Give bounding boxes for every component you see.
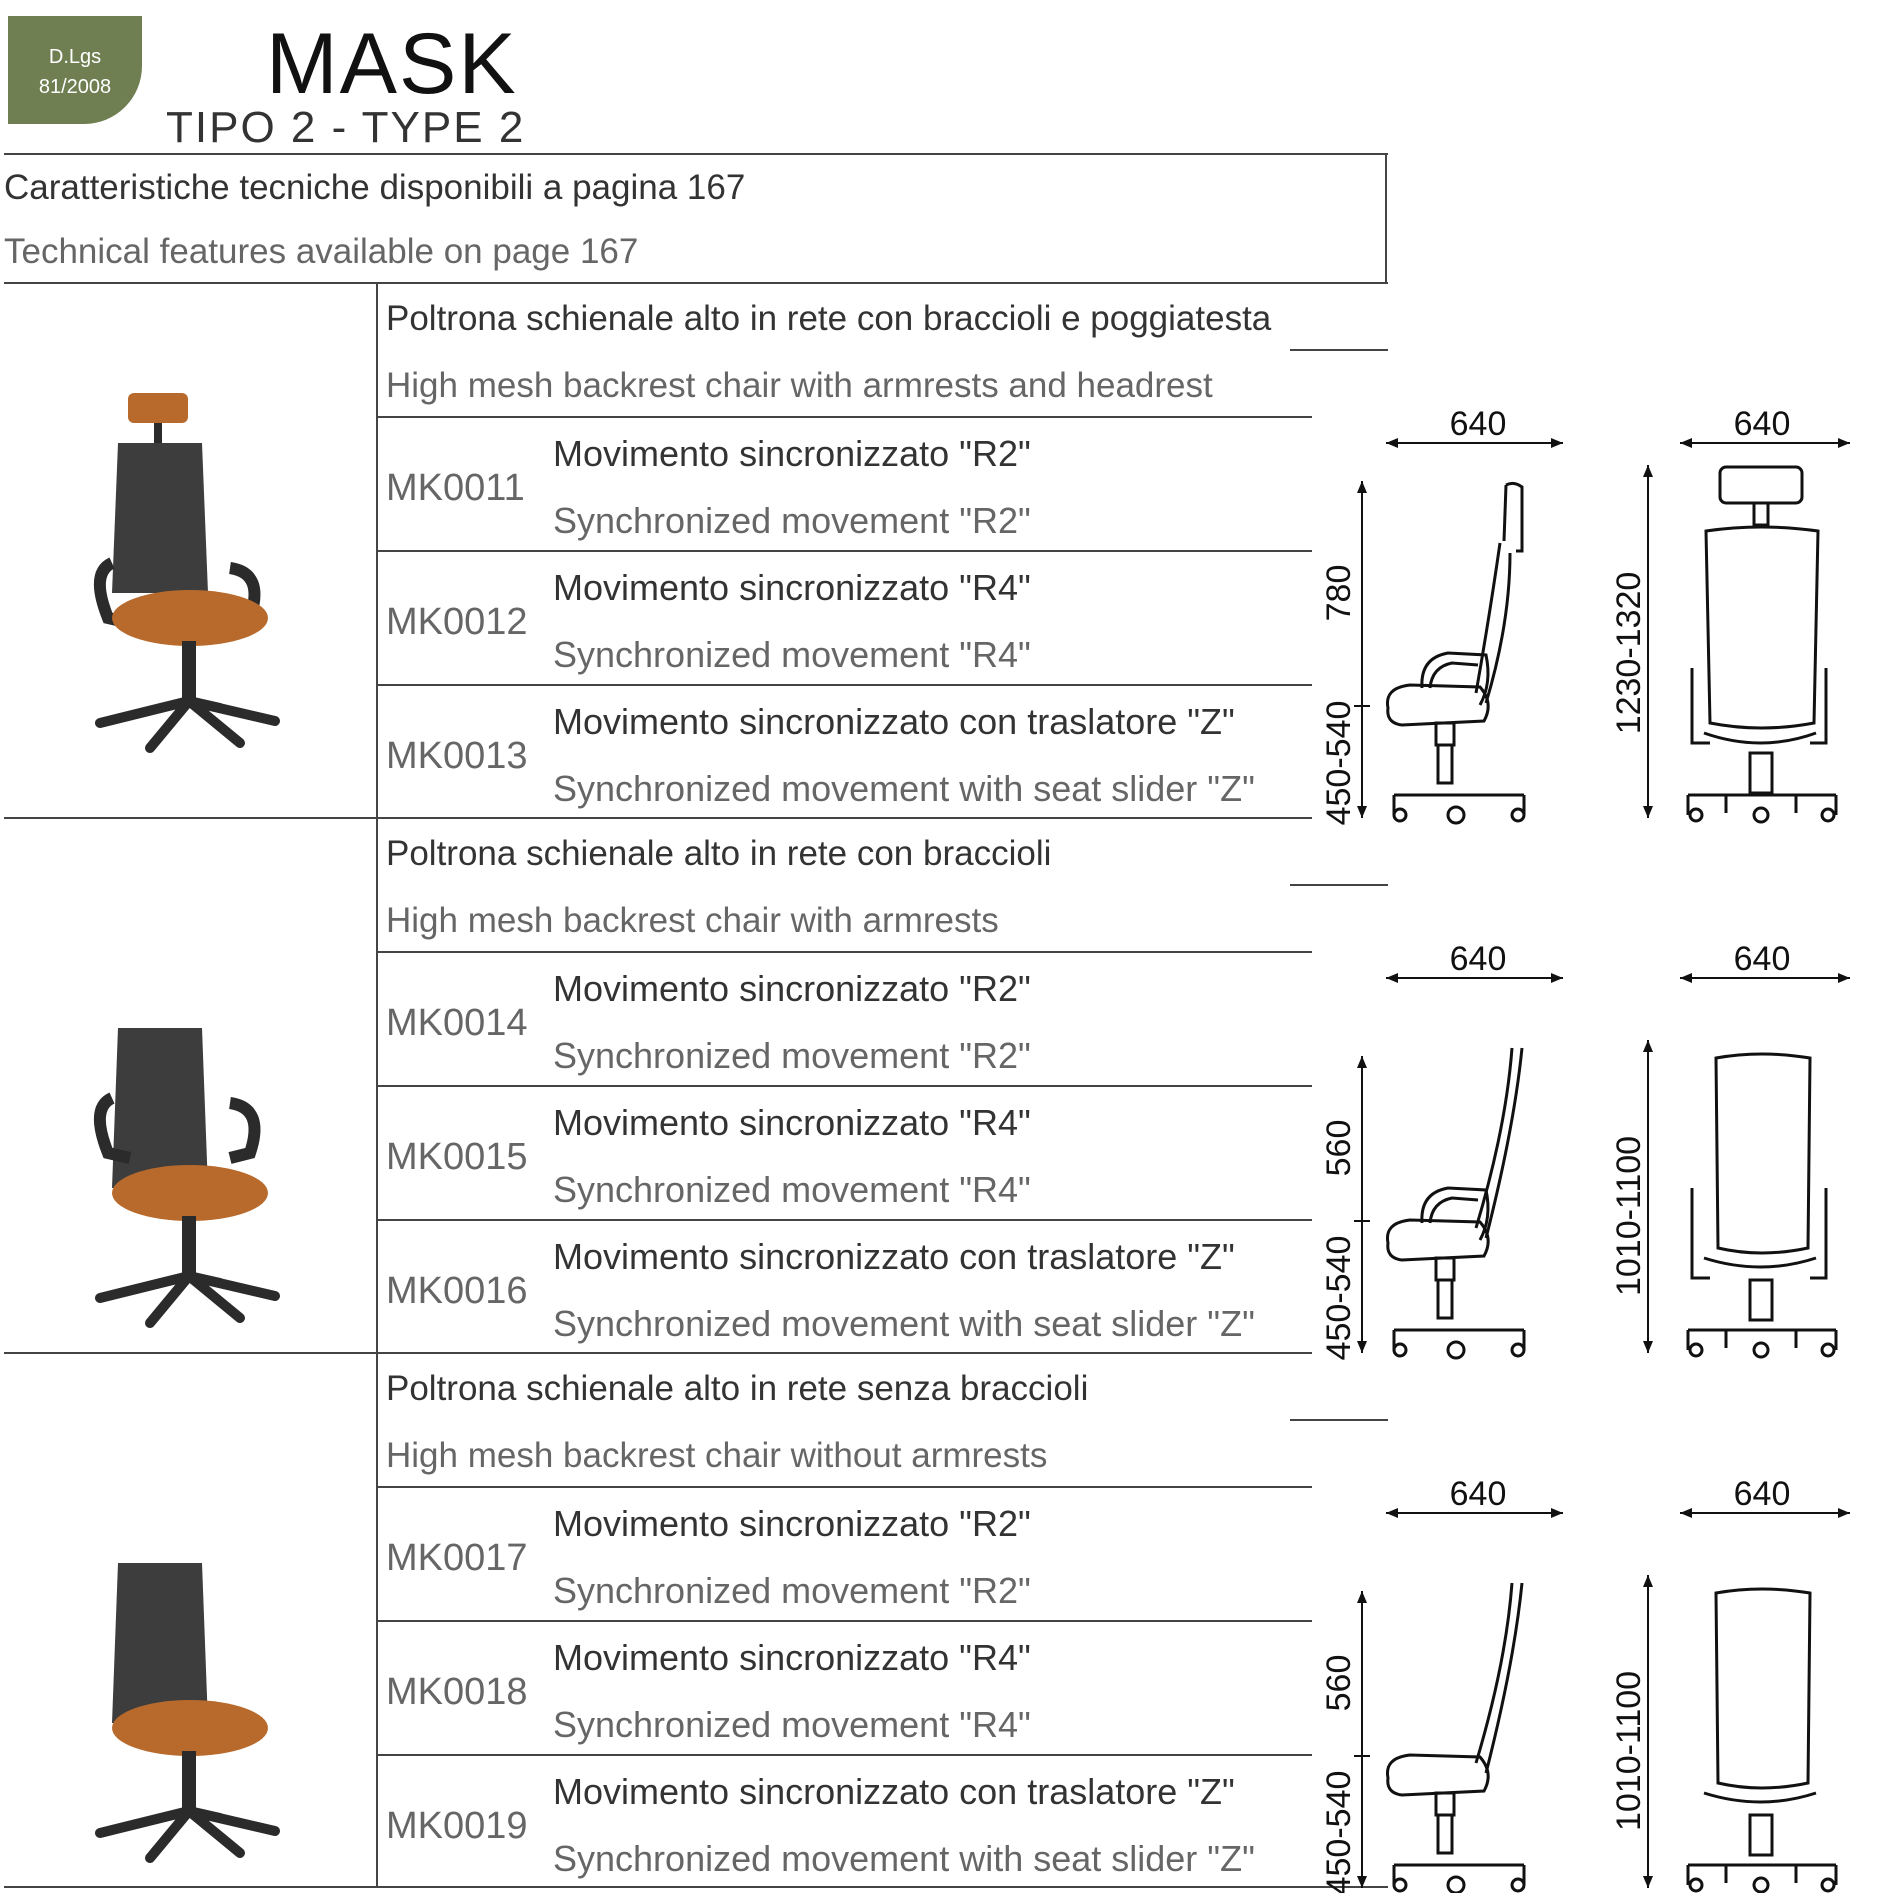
badge-line-1: D.Lgs — [48, 46, 102, 68]
movement-it: Movimento sincronizzato "R2" — [553, 433, 1031, 474]
movement-en: Synchronized movement "R4" — [553, 634, 1031, 675]
title-divider — [377, 416, 1312, 418]
page-subtitle: TIPO 2 - TYPE 2 — [166, 103, 526, 152]
seat-height-label: 450-540 — [1320, 701, 1358, 826]
total-height-label: 1010-1100 — [1610, 1136, 1648, 1296]
seat-height-label: 450-540 — [1320, 1771, 1358, 1893]
movement-en: Synchronized movement "R2" — [553, 500, 1031, 541]
front-width-label: 640 — [1734, 405, 1791, 443]
movement-it: Movimento sincronizzato "R4" — [553, 567, 1031, 608]
side-width-label: 640 — [1450, 940, 1507, 978]
movement-en: Synchronized movement "R4" — [553, 1169, 1031, 1210]
movement-en: Synchronized movement "R2" — [553, 1035, 1031, 1076]
mesh-backrest-shape — [112, 1563, 208, 1723]
back-height-label: 780 — [1320, 565, 1358, 622]
movement-en: Synchronized movement "R2" — [553, 1570, 1031, 1611]
header-divider — [4, 153, 1388, 155]
product-code: MK0015 — [386, 1136, 528, 1178]
row-divider — [377, 1620, 1312, 1622]
row-divider — [377, 550, 1312, 552]
badge-line-2: 81/2008 — [38, 76, 112, 98]
row-divider — [377, 1754, 1312, 1756]
product-code: MK0016 — [386, 1270, 528, 1312]
page-title: MASK — [266, 16, 518, 112]
movement-it: Movimento sincronizzato "R4" — [553, 1102, 1031, 1143]
product-code: MK0011 — [386, 467, 525, 509]
headrest-shape — [128, 393, 188, 423]
movement-it: Movimento sincronizzato con traslatore "… — [553, 1236, 1235, 1277]
movement-it: Movimento sincronizzato con traslatore "… — [553, 701, 1235, 742]
note-divider — [4, 282, 1388, 284]
product-code: MK0012 — [386, 601, 528, 643]
seat-shape — [112, 590, 268, 646]
section-title-en: High mesh backrest chair with armrests — [386, 901, 999, 940]
front-width-label: 640 — [1734, 940, 1791, 978]
total-height-label: 1230-1320 — [1610, 572, 1648, 735]
movement-it: Movimento sincronizzato "R4" — [553, 1637, 1031, 1678]
title-divider — [377, 1486, 1312, 1488]
section-title-it: Poltrona schienale alto in rete con brac… — [386, 834, 1052, 873]
title-right-rule — [1290, 1419, 1388, 1421]
tech-note-en: Technical features available on page 167 — [4, 232, 639, 271]
seat-height-label: 450-540 — [1320, 1236, 1358, 1361]
title-right-rule — [1290, 349, 1388, 351]
side-width-label: 640 — [1450, 1475, 1507, 1513]
side-view-drawing: 640 560 450-540 — [1320, 1475, 1563, 1893]
section-title-it: Poltrona schienale alto in rete senza br… — [386, 1369, 1089, 1408]
mesh-backrest-shape — [112, 443, 208, 593]
movement-en: Synchronized movement with seat slider "… — [553, 768, 1255, 809]
mesh-backrest-shape — [112, 1028, 208, 1188]
product-code: MK0019 — [386, 1805, 528, 1847]
side-width-label: 640 — [1450, 405, 1507, 443]
section-title-en: High mesh backrest chair without armrest… — [386, 1436, 1048, 1475]
product-code: MK0017 — [386, 1537, 528, 1579]
front-width-label: 640 — [1734, 1475, 1791, 1513]
movement-it: Movimento sincronizzato con traslatore "… — [553, 1771, 1235, 1812]
title-right-rule — [1290, 884, 1388, 886]
front-view-drawing: 640 1010-1100 — [1610, 1475, 1850, 1893]
row-divider — [377, 1219, 1312, 1221]
chair-photo — [93, 393, 280, 753]
row-divider — [377, 1085, 1312, 1087]
chair-photo — [93, 1028, 280, 1328]
front-view-drawing: 640 1010-1100 — [1610, 940, 1850, 1359]
section-divider — [4, 817, 1312, 819]
title-divider — [377, 951, 1312, 953]
section-title-it: Poltrona schienale alto in rete con brac… — [386, 299, 1272, 338]
dlgs-badge: D.Lgs 81/2008 — [8, 16, 142, 124]
section-title-en: High mesh backrest chair with armrests a… — [386, 366, 1213, 405]
front-view-drawing: 640 1230-1320 — [1610, 405, 1850, 824]
seat-shape — [112, 1700, 268, 1756]
total-height-label: 1010-1100 — [1610, 1671, 1648, 1831]
product-code: MK0014 — [386, 1002, 528, 1044]
product-code: MK0013 — [386, 735, 528, 777]
movement-en: Synchronized movement "R4" — [553, 1704, 1031, 1745]
product-code: MK0018 — [386, 1671, 528, 1713]
movement-en: Synchronized movement with seat slider "… — [553, 1838, 1255, 1879]
chair-photo — [95, 1563, 280, 1863]
note-box-right-border — [1385, 153, 1387, 283]
movement-it: Movimento sincronizzato "R2" — [553, 968, 1031, 1009]
back-height-label: 560 — [1320, 1655, 1358, 1712]
seat-shape — [112, 1165, 268, 1221]
bottom-border — [4, 1886, 1388, 1888]
row-divider — [377, 684, 1312, 686]
movement-it: Movimento sincronizzato "R2" — [553, 1503, 1031, 1544]
side-view-drawing: 640 560 450-540 — [1320, 940, 1563, 1361]
movement-en: Synchronized movement with seat slider "… — [553, 1303, 1255, 1344]
side-view-drawing: 640 780 450-540 — [1320, 405, 1563, 826]
back-height-label: 560 — [1320, 1120, 1358, 1177]
tech-note-it: Caratteristiche tecniche disponibili a p… — [4, 168, 746, 207]
section-divider — [4, 1352, 1312, 1354]
